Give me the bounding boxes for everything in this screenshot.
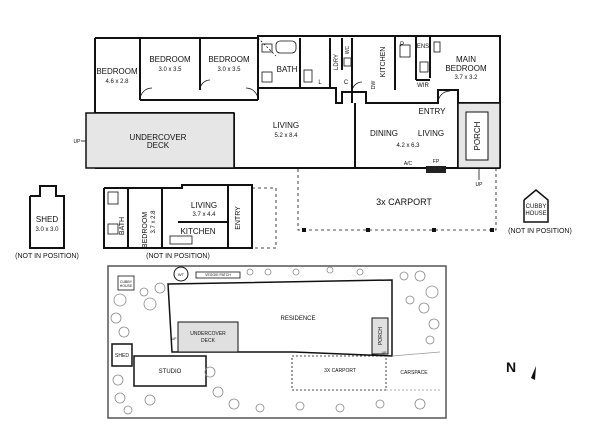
site-residence-label: RESIDENCE [280, 316, 315, 322]
site-trees [110, 266, 440, 415]
site-cubby [117, 275, 135, 291]
site-porch-label: PORCH [378, 327, 384, 345]
cubby-label-1: CUBBY [526, 204, 547, 210]
studio-living-size: 3.7 x 4.4 [192, 212, 216, 218]
porch-label: PORCH [473, 121, 482, 150]
studio-bedroom-label: BEDROOM [142, 212, 149, 248]
main-bedroom-size: 3.7 x 3.2 [454, 75, 478, 81]
site-deck-label-2: DECK [201, 338, 216, 344]
c-label: C [344, 80, 349, 86]
site-veggie-patch [195, 271, 241, 279]
site-cubby-label-1: CUBBY [120, 280, 133, 284]
bedroom-3-size: 3.0 x 3.5 [217, 67, 241, 73]
studio-kitchen-label: KITCHEN [180, 227, 215, 236]
site-carspace-label: CARSPACE [400, 370, 428, 376]
wir-label: WIR [417, 83, 429, 89]
site-deck [177, 321, 239, 353]
site-veggie-label: VEGGIE PATCH [205, 273, 231, 277]
house-outer-wall-north [95, 35, 501, 104]
site-up-label-2: UP [382, 351, 388, 355]
bedroom-2-label: BEDROOM [149, 55, 191, 64]
site-cubby-label-2: HOUSE [120, 284, 133, 288]
site-boundary [107, 265, 447, 419]
north-label: N [506, 359, 516, 375]
dining-label: DINING [370, 129, 398, 138]
north-arrow-icon [531, 366, 536, 380]
bath-label: BATH [277, 65, 298, 74]
l-label: L [318, 80, 322, 86]
site-up-label-1: UP [172, 337, 178, 341]
fp-label: FP [433, 159, 440, 165]
ldry-label: LDRY [334, 54, 340, 70]
undercover-deck-label-1: UNDERCOVER [130, 133, 187, 142]
bedroom-west-size: 4.6 x 2.8 [105, 79, 129, 85]
studio-building [103, 184, 253, 249]
living-east-label: LIVING [418, 129, 444, 138]
ens-label: ENS [417, 44, 429, 50]
cubby-not-in-position: (NOT IN POSITION) [508, 228, 572, 235]
studio-bath-label: BATH [119, 217, 126, 235]
site-carport-label: 3X CARPORT [324, 368, 356, 374]
studio-entry-label: ENTRY [235, 206, 242, 230]
site-shed [111, 343, 133, 367]
site-porch [371, 317, 389, 355]
living-size: 5.2 x 8.4 [274, 133, 298, 139]
bedroom-west-label: BEDROOM [96, 67, 138, 76]
site-plan: RESIDENCE UNDERCOVER DECK PORCH SHED STU… [107, 265, 447, 419]
cubby-label-2: HOUSE [525, 211, 546, 217]
undercover-deck-label-2: DECK [147, 141, 170, 150]
living-east-size: 4.2 x 6.3 [396, 143, 420, 149]
carport-label: 3x CARPORT [376, 197, 432, 207]
p-label: P [400, 42, 404, 48]
site-wt-label: WT [178, 272, 185, 277]
shed-not-in-position: (NOT IN POSITION) [15, 253, 79, 260]
porch-up-label: UP [476, 182, 484, 188]
deck-up-label: UP [74, 139, 82, 145]
shed-building [29, 185, 65, 249]
cubby-house-building [523, 189, 549, 223]
bedroom-2-size: 3.0 x 3.5 [158, 67, 182, 73]
carport-posts [302, 228, 494, 232]
shed-label: SHED [36, 215, 58, 224]
site-deck-label-1: UNDERCOVER [190, 331, 226, 337]
studio-not-in-position: (NOT IN POSITION) [146, 253, 210, 260]
studio-bedroom-size: 3.7 x 2.8 [151, 210, 157, 234]
wc-label: WC [345, 45, 351, 54]
studio-living-label: LIVING [191, 201, 217, 210]
main-bedroom-label-1: MAIN [456, 55, 476, 64]
bedroom-3-label: BEDROOM [208, 55, 250, 64]
site-studio [133, 355, 207, 387]
fireplace-icon [426, 166, 446, 173]
shed-size: 3.0 x 3.0 [35, 227, 59, 233]
up-arrows [81, 140, 480, 180]
main-bedroom-label-2: BEDROOM [445, 64, 487, 73]
site-shed-label: SHED [115, 353, 129, 359]
studio-deck-outline [251, 187, 277, 249]
ac-label: A/C [404, 161, 413, 167]
bathtub [275, 40, 297, 54]
dw-label: DW [371, 81, 377, 90]
site-water-tank [173, 266, 189, 282]
carport-outline [297, 167, 497, 231]
living-label: LIVING [273, 121, 299, 130]
entry-label: ENTRY [419, 107, 447, 116]
kitchen-label: KITCHEN [380, 47, 387, 78]
site-studio-label: STUDIO [159, 369, 182, 375]
